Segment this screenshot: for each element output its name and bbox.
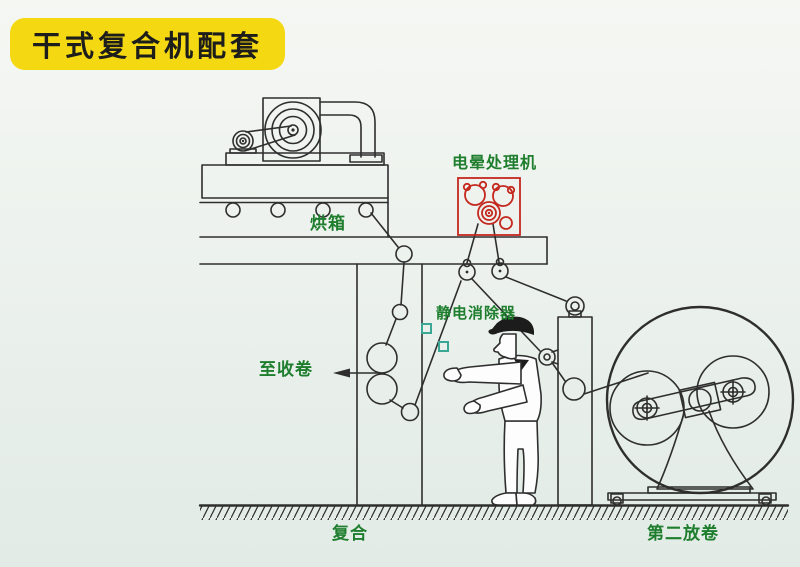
to-rewinder-arrow: [333, 368, 382, 378]
second-unwinder-unit: [605, 305, 795, 506]
beam-guide-rollers: [458, 257, 509, 281]
blower-fan-unit: [225, 97, 385, 166]
guide-column: [538, 296, 593, 506]
floor-ground: [198, 504, 790, 520]
worker-figure: [443, 316, 542, 506]
to-rewinder-label: 至收卷: [259, 360, 313, 379]
static-eliminator-label: 静电消除器: [436, 305, 517, 322]
laminating-station-label: 复合: [332, 524, 368, 543]
drying-oven: [199, 164, 548, 265]
static-eliminator-symbols: [421, 323, 449, 352]
oven-label: 烘箱: [310, 214, 346, 233]
laminating-nip-rollers: [366, 342, 398, 405]
second-unwinder-label: 第二放卷: [647, 524, 719, 543]
worker-cap: [488, 316, 534, 335]
corona-treater-unit: [457, 177, 521, 236]
machine-frame-legs: [356, 263, 423, 506]
corona-treater-label: 电晕处理机: [452, 155, 538, 172]
page-title: 干式复合机配套: [10, 18, 286, 70]
